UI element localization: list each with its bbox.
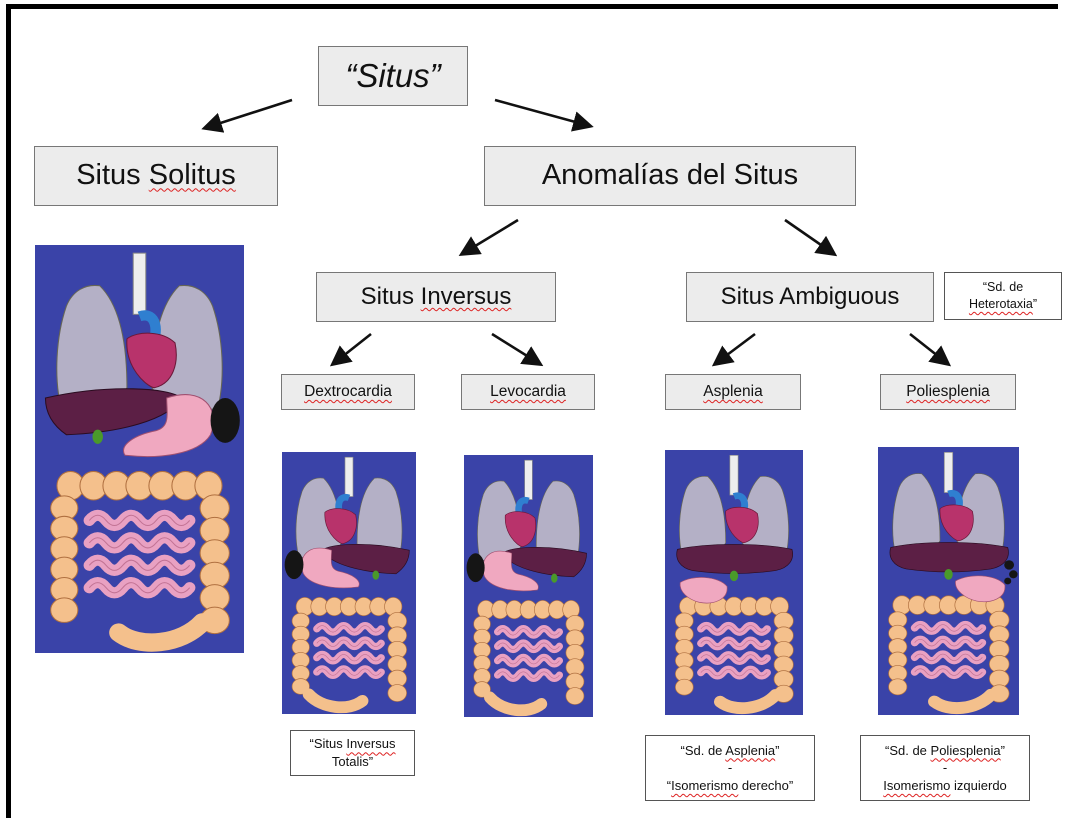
situs-solitus-box: Situs Solitus bbox=[34, 146, 278, 206]
heterotaxia-line2: Heterotaxia” bbox=[969, 296, 1037, 313]
gallbladder bbox=[92, 430, 102, 444]
dextrocardia-label: Dextrocardia bbox=[304, 383, 392, 401]
spleen-3 bbox=[1004, 578, 1011, 585]
anomalias-label: Anomalías del Situs bbox=[542, 159, 798, 192]
trachea bbox=[730, 455, 738, 495]
spleen bbox=[467, 553, 485, 582]
trachea bbox=[133, 253, 146, 314]
trachea bbox=[525, 460, 533, 499]
note-asplenia-line3: “Isomerismo derecho” bbox=[667, 777, 793, 795]
note-poliesplenia-line3: Isomerismo izquierdo bbox=[883, 777, 1007, 795]
liver bbox=[890, 542, 1008, 571]
trachea bbox=[345, 457, 353, 496]
gallbladder bbox=[372, 571, 379, 580]
situs-inversus-box: Situs Inversus bbox=[316, 272, 556, 322]
arrow-root-to-solitus bbox=[205, 100, 292, 128]
note-inversus-line1: “Situs Inversus bbox=[310, 735, 396, 753]
organ-illustration bbox=[878, 447, 1019, 715]
panel-dextrocardia bbox=[282, 452, 416, 714]
trachea bbox=[944, 452, 952, 492]
root-situs-box: “Situs” bbox=[318, 46, 468, 106]
situs-ambiguous-label: Situs Ambiguous bbox=[721, 283, 900, 311]
arrow-anomalias-to-inversus bbox=[462, 220, 518, 254]
gallbladder bbox=[944, 569, 952, 580]
panel-asplenia bbox=[665, 450, 803, 715]
situs-inversus-label: Situs Inversus bbox=[361, 283, 512, 311]
poliesplenia-label: Poliesplenia bbox=[906, 383, 990, 401]
panel-levocardia bbox=[464, 455, 593, 717]
arrow-ambiguous-to-poliesplenia bbox=[910, 334, 948, 364]
liver bbox=[677, 544, 793, 573]
note-asplenia-line1: “Sd. de Asplenia” bbox=[680, 742, 779, 760]
arrow-anomalias-to-ambiguous bbox=[785, 220, 834, 254]
organ-illustration bbox=[665, 450, 803, 715]
note-inversus-line2: Totalis” bbox=[332, 753, 373, 771]
arrow-ambiguous-to-asplenia bbox=[715, 334, 755, 364]
heterotaxia-line1: “Sd. de bbox=[983, 279, 1023, 296]
spleen bbox=[211, 398, 240, 443]
spleen bbox=[285, 550, 304, 579]
arrow-inversus-to-dextrocardia bbox=[333, 334, 371, 364]
note-poliesplenia: “Sd. de Poliesplenia” - Isomerismo izqui… bbox=[860, 735, 1030, 801]
root-situs-label: “Situs” bbox=[345, 57, 440, 95]
heterotaxia-box: “Sd. de Heterotaxia” bbox=[944, 272, 1062, 320]
levocardia-label: Levocardia bbox=[490, 383, 566, 401]
gallbladder bbox=[730, 571, 738, 582]
panel-poliesplenia bbox=[878, 447, 1019, 715]
arrow-root-to-anomalias bbox=[495, 100, 590, 126]
spleen-2 bbox=[1009, 570, 1017, 578]
levocardia-box: Levocardia bbox=[461, 374, 595, 410]
note-asplenia-dash: - bbox=[728, 759, 732, 777]
note-poliesplenia-dash: - bbox=[943, 759, 947, 777]
arrow-inversus-to-levocardia bbox=[492, 334, 540, 364]
asplenia-label: Asplenia bbox=[703, 383, 762, 401]
note-inversus-totalis: “Situs Inversus Totalis” bbox=[290, 730, 415, 776]
organ-illustration bbox=[35, 245, 244, 653]
panel-situs-solitus bbox=[35, 245, 244, 653]
note-asplenia: “Sd. de Asplenia” - “Isomerismo derecho” bbox=[645, 735, 815, 801]
gallbladder bbox=[551, 574, 557, 583]
asplenia-box: Asplenia bbox=[665, 374, 801, 410]
spleen-1 bbox=[1004, 560, 1014, 569]
organ-illustration bbox=[282, 452, 416, 714]
situs-solitus-label: Situs Solitus bbox=[76, 159, 236, 192]
poliesplenia-box: Poliesplenia bbox=[880, 374, 1016, 410]
organ-illustration bbox=[464, 455, 593, 717]
situs-ambiguous-box: Situs Ambiguous bbox=[686, 272, 934, 322]
anomalias-box: Anomalías del Situs bbox=[484, 146, 856, 206]
note-poliesplenia-line1: “Sd. de Poliesplenia” bbox=[885, 742, 1005, 760]
dextrocardia-box: Dextrocardia bbox=[281, 374, 415, 410]
